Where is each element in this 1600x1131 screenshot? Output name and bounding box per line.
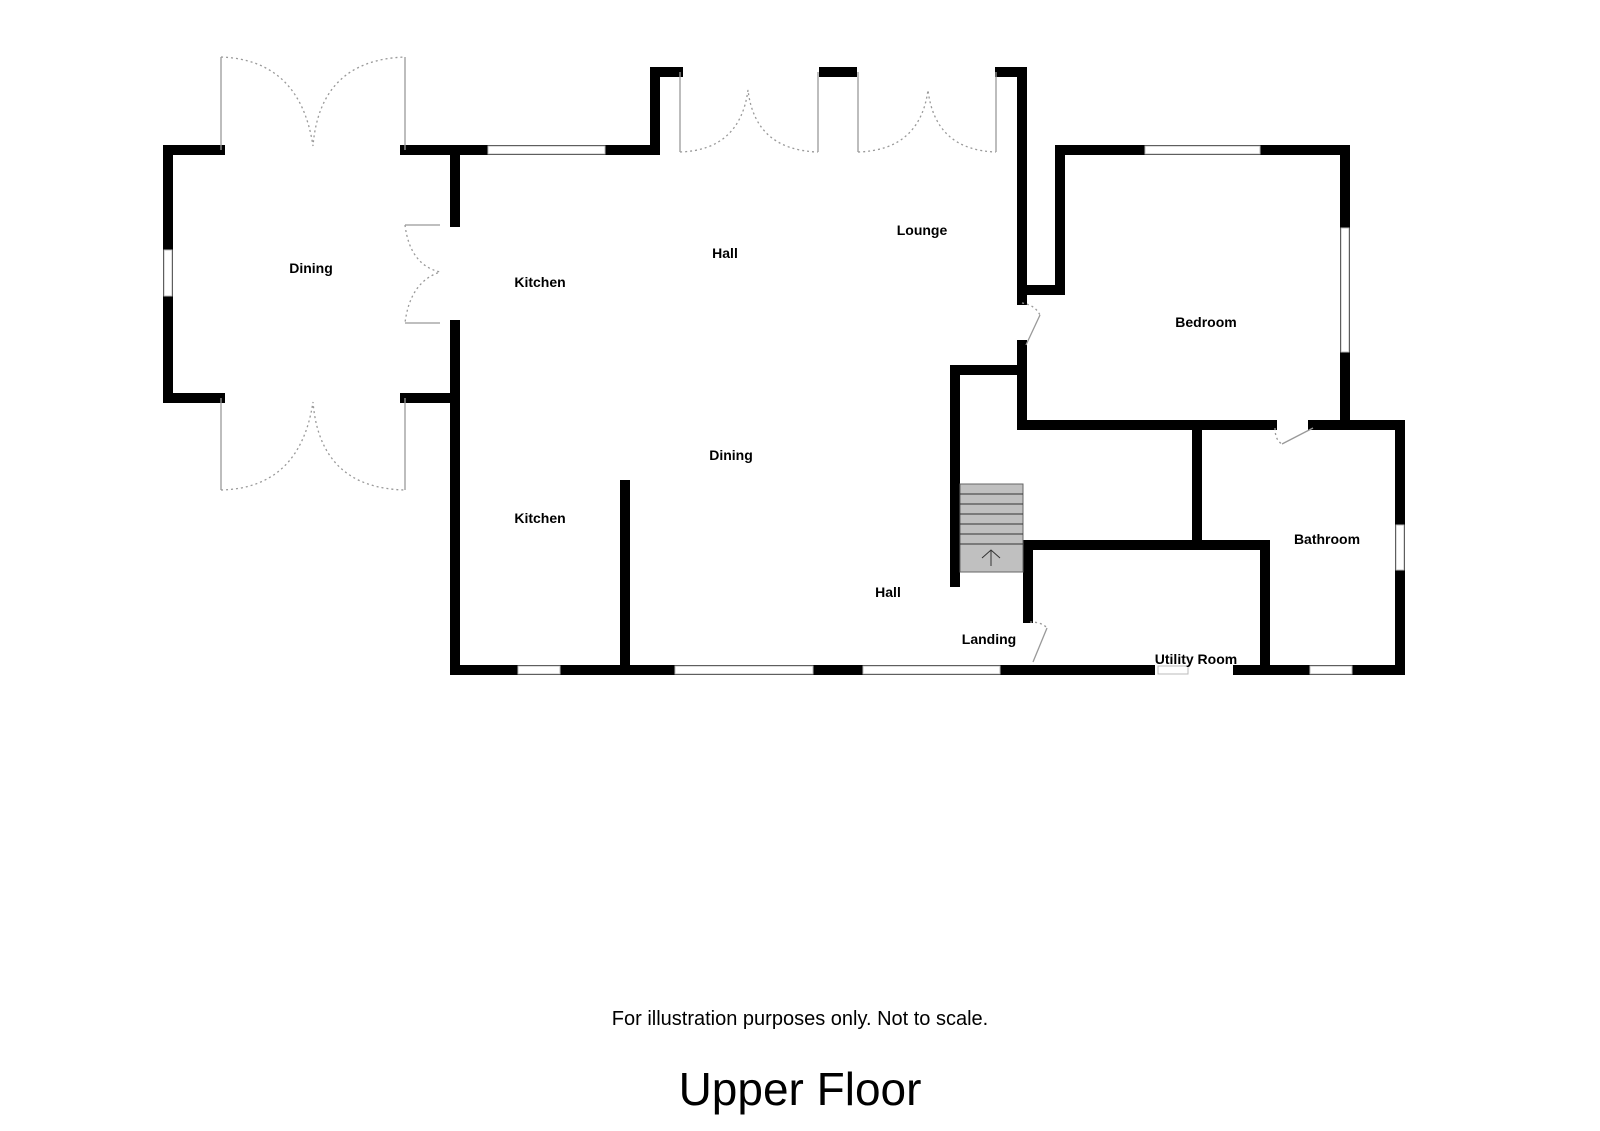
disclaimer-text: For illustration purposes only. Not to s…: [611, 1008, 989, 1030]
room-label-kitchen-bottom: Kitchen: [514, 510, 565, 526]
stairs: [959, 483, 1024, 573]
room-label-hall-top: Hall: [712, 245, 738, 261]
doors: [220, 56, 1314, 663]
room-label-dining-left: Dining: [289, 260, 333, 276]
walls: [163, 67, 1405, 675]
room-label-bathroom: Bathroom: [1294, 531, 1360, 547]
room-label-dining-center: Dining: [709, 447, 753, 463]
room-labels: Dining Kitchen Hall Lounge Bedroom Dinin…: [289, 222, 1360, 667]
room-label-landing: Landing: [962, 631, 1016, 647]
room-label-kitchen-top: Kitchen: [514, 274, 565, 290]
windows: [163, 145, 1405, 675]
room-label-bedroom: Bedroom: [1175, 314, 1236, 330]
floor-title: Upper Floor: [678, 1063, 922, 1115]
room-label-hall-bottom: Hall: [875, 584, 901, 600]
room-label-utility-room: Utility Room: [1155, 651, 1237, 667]
stairs-up-arrow-icon: [981, 549, 1001, 566]
room-label-lounge: Lounge: [897, 222, 948, 238]
